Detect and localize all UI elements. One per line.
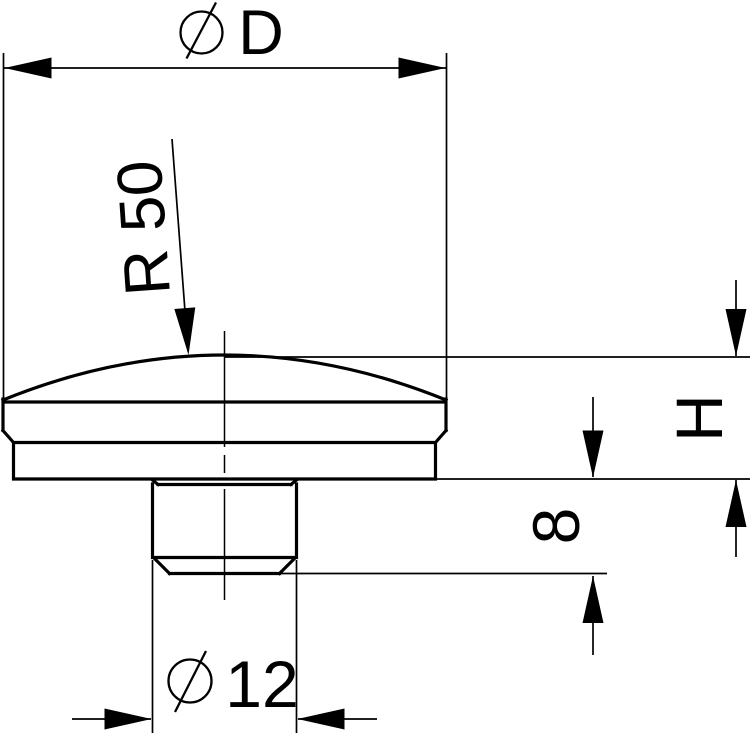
label-stem-length: 8 [519,508,593,545]
diameter-symbol-slash [173,650,208,713]
diameter-symbols [167,1,224,713]
arrowhead-radius-leader [174,307,199,356]
arrowhead-stem-diameter-right [297,708,345,730]
dimension-linework [2,53,750,733]
arrowhead-height-bottom [725,480,747,527]
label-crown-radius: R 50 [103,158,184,298]
label-stem-diameter: 12 [225,647,298,721]
diameter-symbol-circle [179,10,224,55]
diameter-symbol-top [179,1,224,60]
arrowhead-stem-diameter-left [104,708,152,730]
label-head-diameter: D [238,0,284,68]
arrowhead-d-left [4,57,52,79]
head-outline [0,397,449,481]
arrowhead-height-top [725,309,747,356]
stem-outline [149,477,300,576]
dome-arc [0,353,449,403]
part-outline [0,353,449,576]
arrowheads [4,57,747,730]
diameter-symbol-circle [167,658,213,704]
arrowhead-stem-length-bottom [582,576,604,623]
arrowhead-d-right [398,57,446,79]
diameter-symbol-bottom [167,650,213,713]
label-head-height: H [662,394,736,442]
arrowhead-stem-length-top [582,430,604,478]
diameter-symbol-slash [185,1,218,60]
